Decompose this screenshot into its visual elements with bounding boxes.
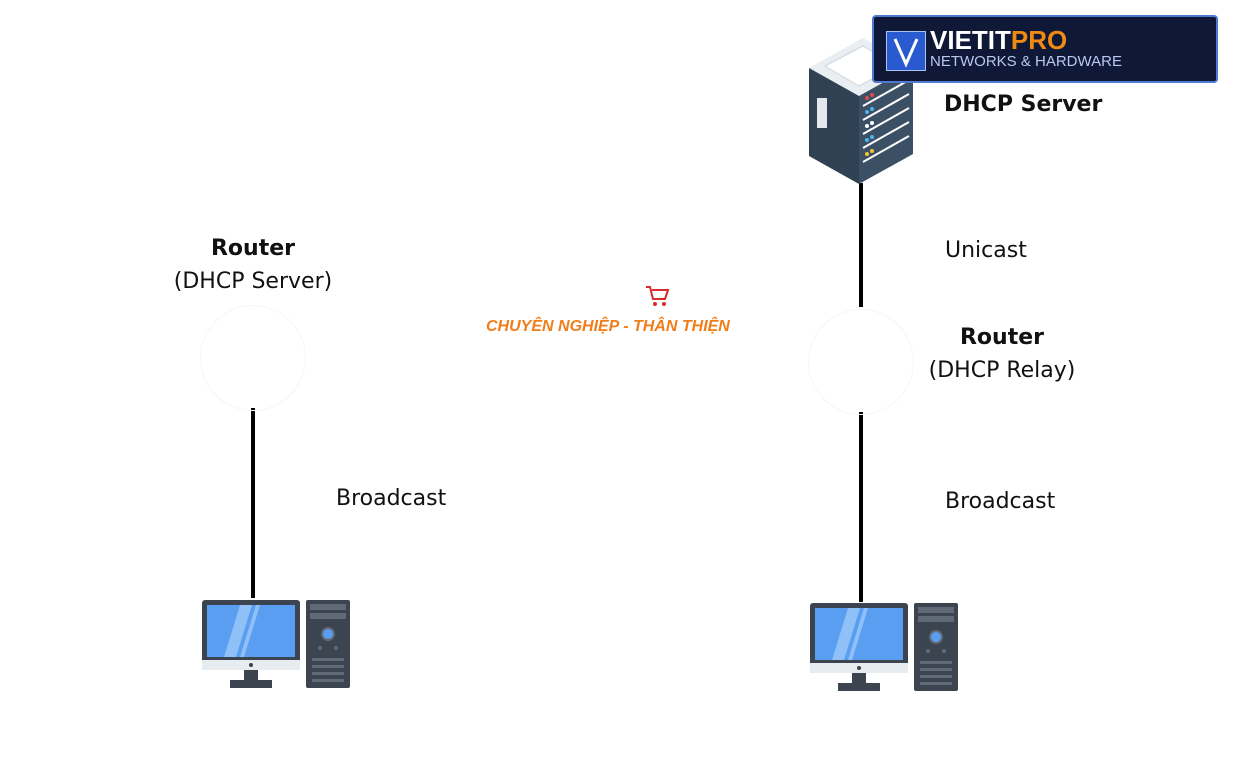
left-router-icon (200, 305, 306, 411)
logo-name: VIETITPRO (930, 25, 1067, 56)
brand-logo: VIETITPRO NETWORKS & HARDWARE (872, 15, 1218, 83)
left-broadcast-label: Broadcast (336, 486, 447, 511)
right-upper-link-line (859, 183, 863, 307)
logo-v-icon (886, 31, 926, 71)
logo-tagline: NETWORKS & HARDWARE (930, 53, 1122, 70)
left-link-line (251, 408, 255, 598)
left-router-role: (DHCP Server) (173, 269, 333, 294)
logo-name-accent: PRO (1010, 25, 1068, 55)
right-router-icon (808, 309, 914, 415)
left-desktop-computer-icon (202, 600, 350, 688)
right-router-role: (DHCP Relay) (928, 358, 1076, 383)
unicast-label: Unicast (945, 238, 1027, 263)
server-rack-icon (809, 38, 913, 184)
right-broadcast-label: Broadcast (945, 489, 1056, 514)
right-desktop-computer-icon (810, 603, 958, 691)
right-router-title: Router (959, 325, 1044, 350)
right-lower-link-line (859, 412, 863, 602)
dhcp-server-title: DHCP Server (944, 92, 1103, 117)
left-router-title: Router (210, 236, 295, 261)
shopping-cart-icon (646, 286, 670, 306)
watermark-slogan: CHUYÊN NGHIỆP - THÂN THIỆN (486, 318, 730, 335)
logo-name-main: VIETIT (930, 25, 1011, 55)
